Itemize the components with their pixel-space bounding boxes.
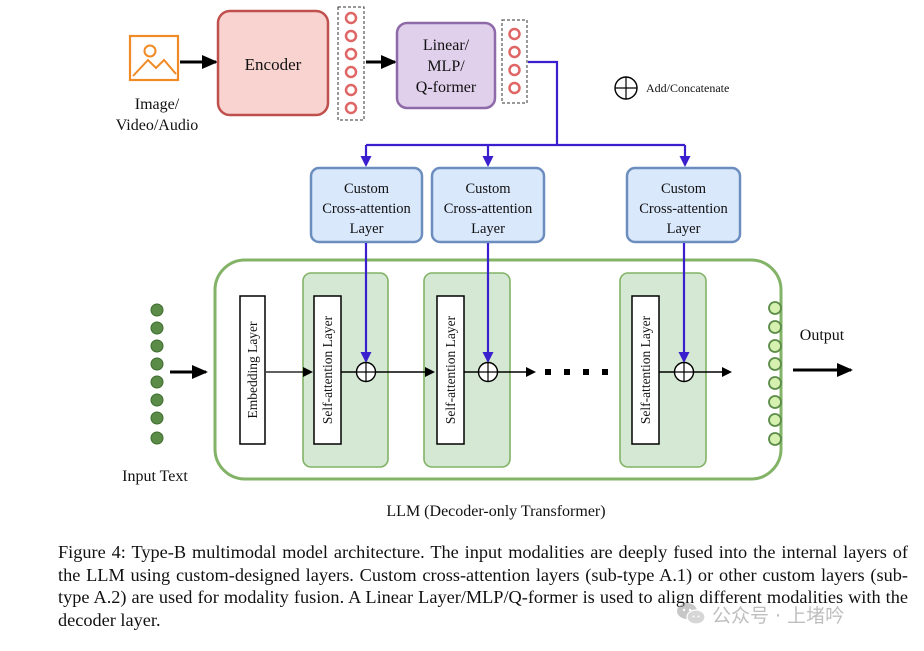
self-attention-box-1 <box>313 295 342 445</box>
cross-attention-label-line2: Cross-attention <box>639 201 728 217</box>
output-label: Output <box>800 327 845 344</box>
self-attention-label: Self-attention Layer <box>443 315 458 424</box>
projector-label-line2: MLP/ <box>427 58 465 75</box>
llm-label: LLM (Decoder-only Transformer) <box>386 503 605 520</box>
cross-attention-label-line3: Layer <box>471 221 505 237</box>
cross-attention-label-line2: Cross-attention <box>322 201 411 217</box>
cross-attention-down-arrows <box>360 243 690 363</box>
cross-attention-layer-3: Custom Cross-attention Layer <box>625 166 742 244</box>
architecture-diagram: Image/ Video/Audio Encoder Linear/ MLP/ … <box>116 6 853 520</box>
add-node-1 <box>355 361 377 383</box>
input-text-tokens <box>150 303 164 445</box>
ellipsis-dots <box>545 369 608 375</box>
cross-attention-label-line2: Cross-attention <box>444 201 533 217</box>
projector-label-line3: Q-former <box>416 79 477 96</box>
cross-attention-label-line1: Custom <box>465 181 511 197</box>
encoder-box <box>216 9 330 117</box>
input-modality-label-line2: Video/Audio <box>116 117 199 134</box>
llm-container <box>213 258 783 481</box>
add-node-2 <box>477 361 499 383</box>
projector-box <box>395 21 497 110</box>
watermark-text: 公众号 · 上堵吟 <box>712 604 845 627</box>
projector-label-line1: Linear/ <box>423 37 470 54</box>
cross-attention-layer-1: Custom Cross-attention Layer <box>309 166 424 244</box>
cross-attention-label-line1: Custom <box>661 181 707 197</box>
wechat-icon <box>677 603 706 625</box>
output-tokens <box>768 301 782 446</box>
embedding-layer-label: Embedding Layer <box>245 321 260 419</box>
legend-label: Add/Concatenate <box>646 81 729 95</box>
add-node-3 <box>673 361 695 383</box>
cross-attention-layer-2: Custom Cross-attention Layer <box>430 166 546 244</box>
add-concatenate-icon <box>614 76 638 100</box>
cross-attention-label-line1: Custom <box>344 181 390 197</box>
figure-caption: Figure 4: Type-B multimodal model archit… <box>58 542 908 630</box>
encoder-token-stack <box>337 6 365 121</box>
embedding-layer-box <box>239 295 266 445</box>
cross-attention-label-line3: Layer <box>667 221 701 237</box>
self-attention-box-2 <box>436 295 465 445</box>
self-attention-label: Self-attention Layer <box>320 315 335 424</box>
cross-attention-label-line3: Layer <box>350 221 384 237</box>
image-icon <box>128 34 180 82</box>
encoder-label: Encoder <box>245 55 302 74</box>
watermark: 公众号 · 上堵吟 <box>676 600 844 628</box>
projector-token-stack <box>501 19 528 104</box>
input-text-label: Input Text <box>122 468 188 485</box>
self-attention-box-3 <box>631 295 660 445</box>
projector-routing-lines <box>360 60 691 167</box>
input-modality-label-line1: Image/ <box>135 96 180 113</box>
self-attention-label: Self-attention Layer <box>638 315 653 424</box>
